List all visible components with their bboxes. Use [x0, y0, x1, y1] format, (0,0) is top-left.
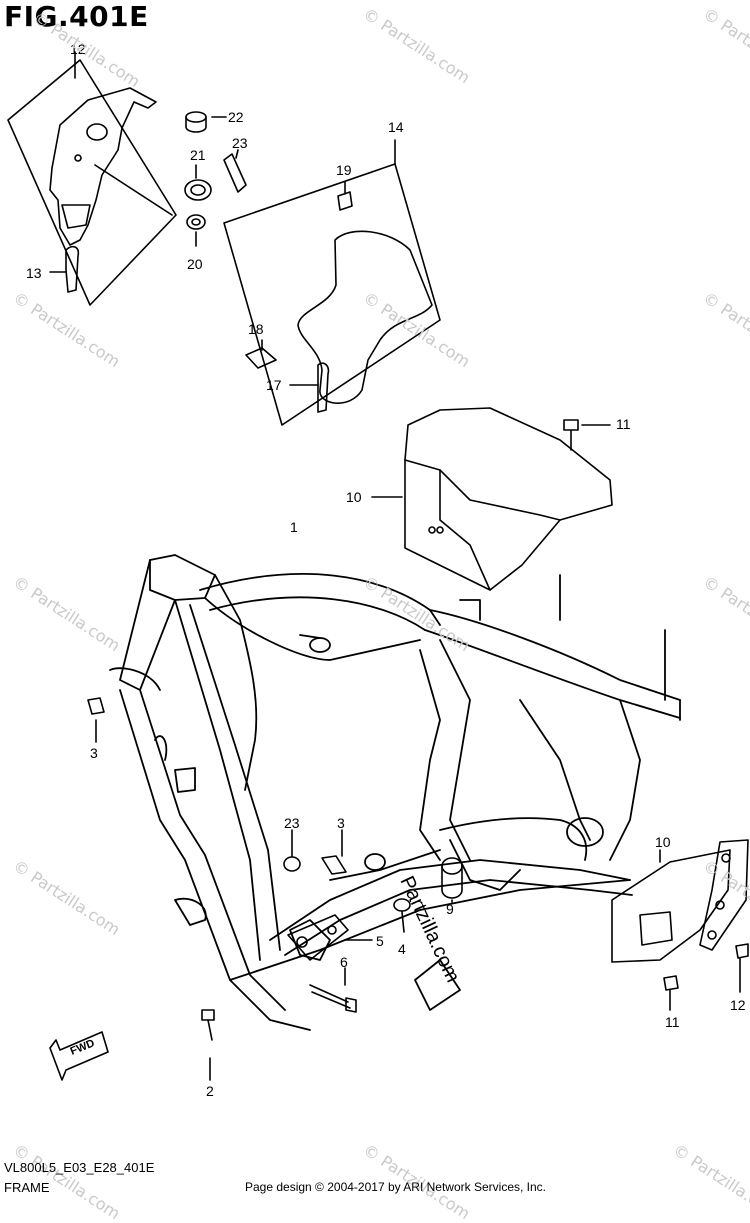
part-23-plug [283, 829, 301, 872]
callout-11: 10 [346, 489, 362, 505]
part-14-pad [49, 245, 80, 293]
part-7-spacer [441, 857, 463, 903]
callout-23: 23 [284, 815, 300, 831]
part-2-bolt [201, 1009, 215, 1081]
figure-title: FIG.401E [4, 0, 149, 33]
part-6-bolt [309, 967, 357, 1013]
callout-19: 20 [187, 256, 203, 272]
callout-22: 23 [232, 135, 248, 151]
part-4-nut [393, 898, 411, 933]
callout-7: 9 [446, 901, 454, 917]
callout-18: 19 [336, 162, 352, 178]
callout-3-left: 3 [90, 745, 98, 761]
callout-4: 4 [398, 941, 406, 957]
callout-17: 18 [248, 321, 264, 337]
callout-8: 10 [655, 834, 671, 850]
part-3-bolt [87, 697, 347, 875]
part-9-10-bolts [663, 943, 749, 1011]
part-11-battery-box [371, 407, 613, 591]
callout-21: 22 [228, 109, 244, 125]
parts-19-22-grommets [184, 111, 247, 247]
figure-name: FRAME [4, 1180, 50, 1195]
callout-3-right: 3 [337, 815, 345, 831]
part-8-regulator-bracket [611, 839, 749, 963]
callout-5: 5 [376, 933, 384, 949]
callout-12: 11 [616, 416, 631, 432]
copyright-notice: Page design © 2004-2017 by ARI Network S… [245, 1180, 547, 1194]
part-13-inner-cover [49, 87, 173, 246]
callout-16: 17 [266, 377, 282, 393]
callout-13: 12 [70, 41, 86, 57]
group-box-13 [7, 51, 177, 306]
part-12-bolt [563, 419, 611, 451]
figure-code: VL800L5_E03_E28_401E [4, 1160, 155, 1175]
callout-9: 11 [665, 1014, 680, 1030]
part-5-bracket [287, 914, 373, 961]
part-1-main-frame [109, 554, 681, 1031]
callout-1: 1 [290, 519, 298, 535]
callout-14: 13 [26, 265, 42, 281]
callout-10: 12 [730, 997, 746, 1013]
callout-15: 14 [388, 119, 404, 135]
group-box-15 [223, 139, 441, 426]
fwd-arrow-icon [49, 1031, 109, 1081]
callout-2: 2 [206, 1083, 214, 1099]
callout-6: 6 [340, 954, 348, 970]
callout-20: 21 [190, 147, 206, 163]
